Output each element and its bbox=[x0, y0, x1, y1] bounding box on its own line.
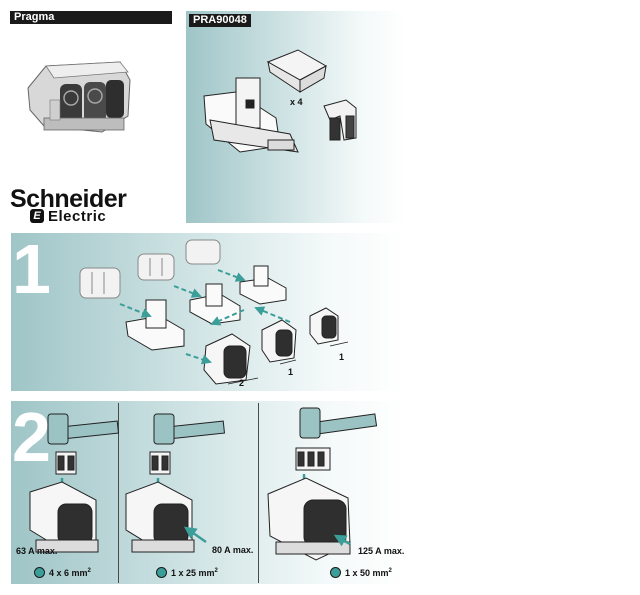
step2-clips bbox=[55, 447, 331, 475]
step1-label-b: 1 bbox=[288, 367, 294, 377]
cable-dot-icon bbox=[330, 567, 341, 578]
cable-dot-icon bbox=[156, 567, 167, 578]
rating-80a: 80 A max. bbox=[212, 545, 254, 555]
kit-clip-part bbox=[323, 99, 357, 141]
electric-logo-icon: E bbox=[30, 209, 44, 223]
step2-breaker-assemblies bbox=[29, 477, 351, 561]
hammer-icons bbox=[47, 407, 378, 445]
step2-number: 2 bbox=[12, 398, 51, 476]
product-code-label: PRA90048 bbox=[189, 14, 251, 27]
enclosure-drawing bbox=[27, 61, 131, 133]
step2-cable-arrows bbox=[183, 526, 351, 547]
kit-quantity: x 4 bbox=[290, 97, 303, 107]
cable-section-1: 4 x 6 mm2 bbox=[34, 567, 91, 578]
cable-section-3: 1 x 50 mm2 bbox=[330, 567, 392, 578]
kit-busbar-part bbox=[203, 77, 299, 153]
rating-125a: 125 A max. bbox=[358, 546, 405, 556]
step2-divider-b bbox=[258, 403, 259, 583]
step1-label-a: 2 bbox=[239, 378, 245, 388]
step1-breakers bbox=[203, 307, 339, 385]
step1-dimension-marks bbox=[227, 341, 349, 385]
kit-cover-part bbox=[266, 49, 328, 93]
step2-divider-a bbox=[118, 403, 119, 583]
step1-label-c: 1 bbox=[339, 352, 345, 362]
cable-section-2: 1 x 25 mm2 bbox=[156, 567, 218, 578]
pragma-label: Pragma bbox=[10, 11, 172, 24]
step1-number: 1 bbox=[12, 230, 51, 308]
brand-logo-sub: Electric bbox=[48, 208, 107, 225]
rating-63a: 63 A max. bbox=[16, 546, 58, 556]
cable-dot-icon bbox=[34, 567, 45, 578]
brand-logo-name: Schneider bbox=[10, 185, 127, 213]
step1-arrows bbox=[119, 269, 291, 365]
step1-modules bbox=[79, 239, 221, 299]
